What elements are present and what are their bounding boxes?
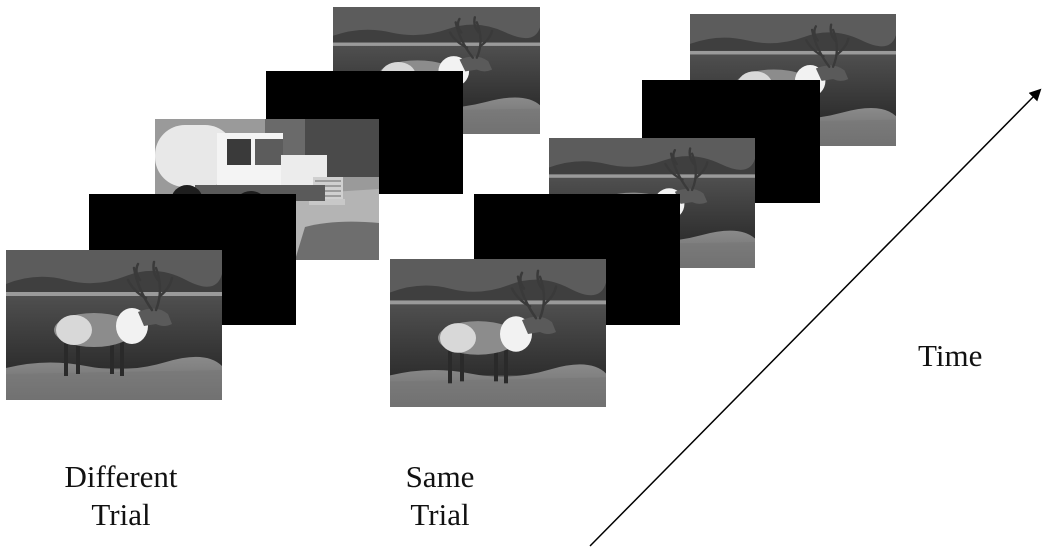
different-trial-label: Different Trial xyxy=(36,458,206,534)
same-trial-label: Same Trial xyxy=(370,458,510,534)
different-trial-label-line1: Different xyxy=(64,459,178,494)
different-trial-first-image-caribou xyxy=(6,250,222,400)
caribou-photo-icon xyxy=(390,259,606,407)
same-trial-first-image-caribou xyxy=(390,259,606,407)
same-trial-label-line1: Same xyxy=(405,459,475,494)
time-label: Time xyxy=(918,338,983,373)
same-trial-label-line2: Trial xyxy=(410,497,470,532)
caribou-photo-icon xyxy=(6,250,222,400)
different-trial-label-line2: Trial xyxy=(91,497,151,532)
